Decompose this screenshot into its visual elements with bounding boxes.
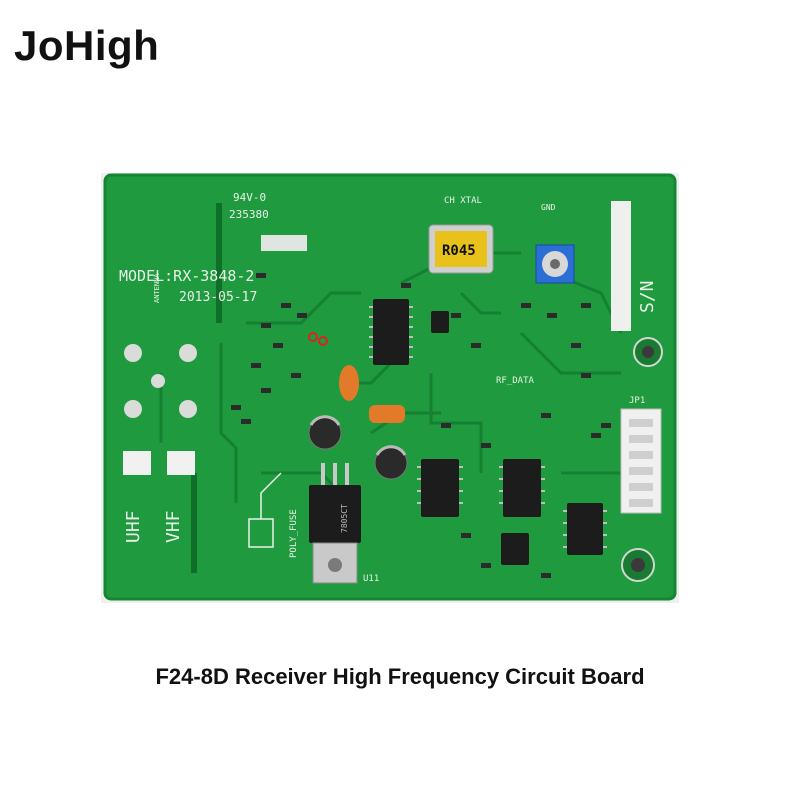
mounting-holes [124, 337, 663, 582]
connector-jp1 [620, 408, 662, 514]
crystal-oscillator: R045 [428, 224, 494, 274]
crystal-header: CH XTAL [444, 196, 482, 206]
model-label: MODEL:RX-3848-2 [119, 267, 254, 285]
poly-fuse-label: POLY_FUSE [289, 509, 299, 558]
uhf-pad [123, 451, 151, 475]
voltage-regulator: 7805CT [309, 463, 361, 584]
regulator-label: 7805CT [340, 504, 349, 533]
vhf-pad [167, 451, 195, 475]
vhf-label: VHF [163, 510, 184, 543]
jp1-label: JP1 [629, 396, 645, 406]
ul-number: 235380 [229, 208, 269, 221]
crystal-label: R045 [442, 243, 476, 259]
sn-label: S/N [637, 280, 658, 313]
sn-pad [611, 201, 631, 331]
silkscreen: 94V-0 235380 MODEL:RX-3848-2 2013-05-17 … [119, 191, 658, 584]
rf-data-label: RF_DATA [496, 376, 535, 386]
date-label: 2013-05-17 [179, 290, 257, 305]
antenna-label: ANTENNA [153, 273, 161, 303]
ul-rating: 94V-0 [233, 191, 266, 204]
capacitors [308, 415, 408, 480]
caption: F24-8D Receiver High Frequency Circuit B… [155, 664, 645, 689]
circuit-board-photo: 94V-0 235380 MODEL:RX-3848-2 2013-05-17 … [101, 173, 679, 603]
brand-logo: JoHigh [14, 22, 160, 69]
u11-label: U11 [363, 574, 379, 584]
ic-chips [373, 299, 603, 565]
potentiometer [535, 244, 575, 284]
gnd-label: GND [541, 203, 556, 212]
uhf-label: UHF [123, 510, 144, 543]
smd-components [231, 273, 611, 578]
